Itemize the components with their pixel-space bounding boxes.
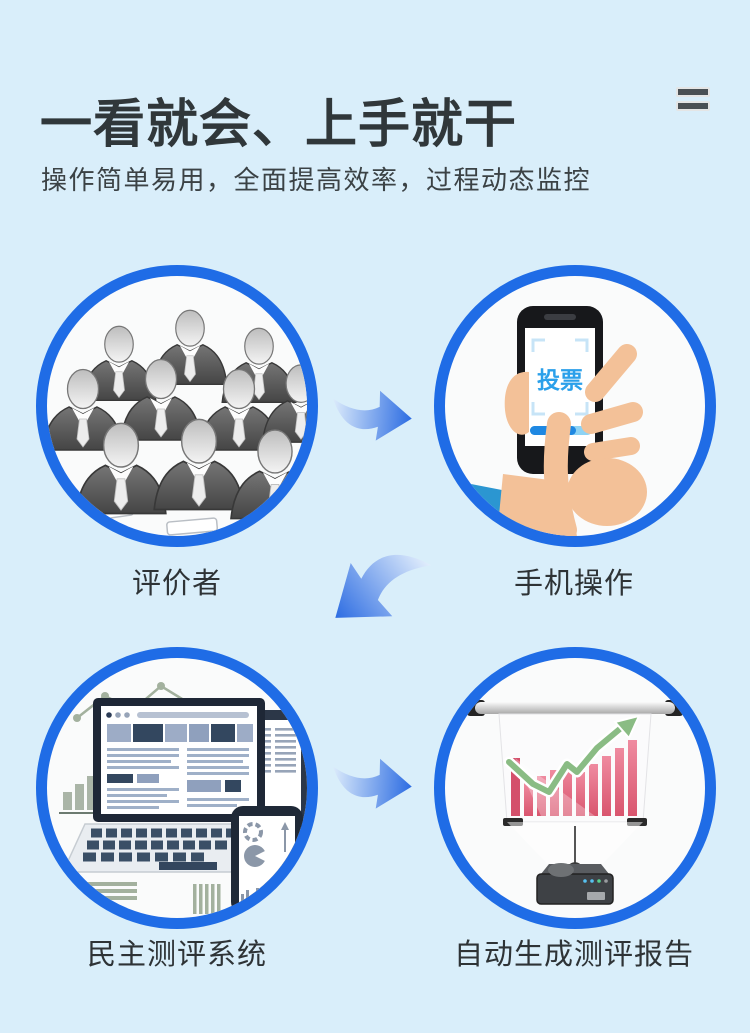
flow-arrow-right-bottom [333, 758, 412, 809]
webpage-text-lines [107, 748, 249, 809]
smartphone: 投票 [517, 306, 603, 474]
projector-report-illustration [467, 700, 683, 905]
projector-device [536, 863, 614, 905]
assessment-system-illustration [59, 682, 307, 914]
step-circle-mobile: 投票 [434, 265, 716, 547]
stripes-decoration [83, 882, 221, 914]
step-label-system: 民主测评系统 [86, 939, 267, 971]
phone-speaker [544, 314, 576, 320]
step-circle-evaluators [36, 265, 318, 547]
flow-arrow-down-left [335, 554, 432, 618]
hand [504, 344, 647, 536]
equals-menu-icon [676, 87, 710, 115]
page-title: 一看就会、上手就干 [40, 96, 518, 154]
step-label-mobile: 手机操作 [513, 568, 634, 600]
donut-chart-icon [243, 822, 263, 842]
touchpad [159, 862, 217, 870]
stats-phone [231, 806, 303, 914]
people-front-row [75, 418, 307, 520]
crowd-of-evaluators-illustration [47, 309, 307, 536]
step-circle-system [36, 647, 318, 929]
menu-bar-bottom [676, 101, 710, 111]
hand-holding-phone-illustration: 投票 [459, 306, 647, 536]
flow-arrow-right-top [333, 390, 412, 441]
webpage-tiles [107, 724, 253, 742]
page-subtitle: 操作简单易用，全面提高效率，过程动态监控 [41, 165, 592, 195]
step-circle-report [434, 647, 716, 929]
palm [567, 458, 647, 526]
vote-screen-text: 投票 [537, 367, 583, 393]
step-label-evaluators: 评价者 [131, 568, 222, 600]
step-label-report: 自动生成测评报告 [453, 939, 694, 971]
thumb [504, 371, 529, 435]
people-back-row [81, 309, 297, 404]
trend-arrow [503, 714, 641, 798]
index-finger [543, 412, 577, 536]
menu-bar-top [676, 87, 710, 97]
scan-brackets [531, 338, 589, 416]
